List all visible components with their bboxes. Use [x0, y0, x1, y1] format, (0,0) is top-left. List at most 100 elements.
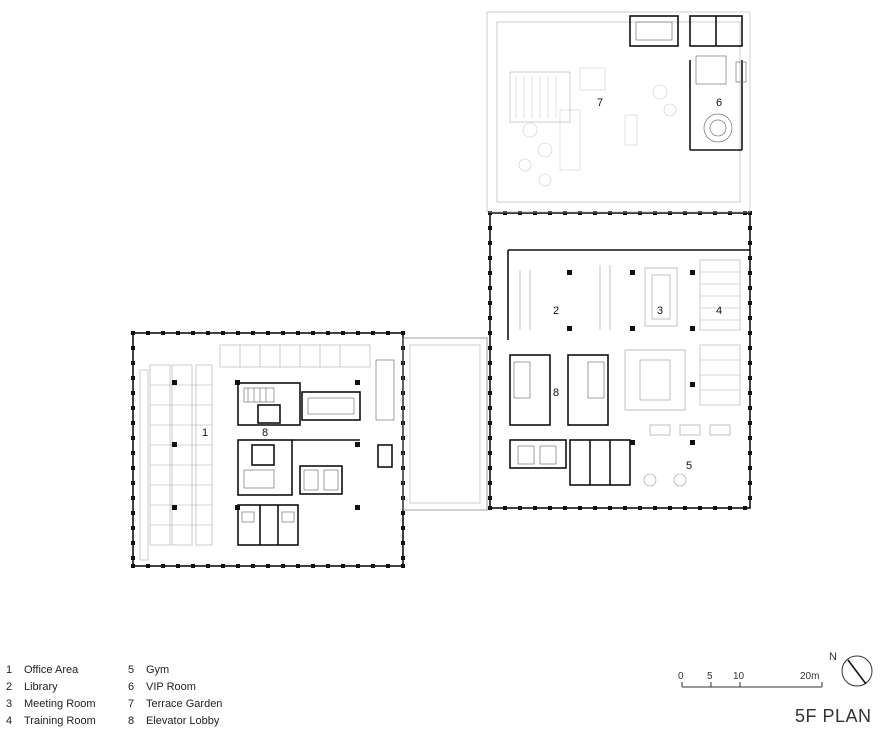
facade-fin [161, 331, 165, 335]
facade-fin [668, 506, 672, 510]
facade-fin [518, 211, 522, 215]
scale-tick-20m: 20m [800, 671, 819, 682]
facade-fin [748, 391, 752, 395]
room-number-office-area: 1 [202, 427, 208, 439]
legend-name: Library [24, 681, 58, 693]
facade-fin [281, 331, 285, 335]
facade-fin [176, 564, 180, 568]
facade-fin [356, 564, 360, 568]
room-number-library: 2 [553, 305, 559, 317]
facade-fin [608, 211, 612, 215]
room-number-vip-room: 6 [716, 97, 722, 109]
facade-fin [386, 331, 390, 335]
facade-fin [206, 564, 210, 568]
gym-equipment [643, 424, 731, 487]
facade-fin [608, 506, 612, 510]
facade-fin [623, 211, 627, 215]
vip-room-area [629, 15, 747, 151]
facade-fin [748, 271, 752, 275]
facade-fin [191, 331, 195, 335]
facade-fin [146, 564, 150, 568]
facade-fin [743, 211, 747, 215]
facade-fin [748, 316, 752, 320]
legend-name: VIP Room [146, 681, 196, 693]
facade-fin [401, 541, 405, 545]
room-number-labels: 1 2 3 4 5 6 7 8 8 [202, 97, 722, 472]
facade-fin [748, 211, 752, 215]
facade-fin [698, 211, 702, 215]
legend-num: 7 [128, 698, 135, 710]
plan-title: 5F PLAN [795, 706, 872, 726]
facade-fin [251, 564, 255, 568]
facade-fin [131, 466, 135, 470]
facade-fin [191, 564, 195, 568]
facade-fin [281, 564, 285, 568]
facade-fin [748, 496, 752, 500]
scale-bar: 0 5 10 20m [678, 671, 823, 688]
legend-name: Terrace Garden [146, 698, 223, 710]
west-block [131, 331, 405, 568]
room-number-meeting-room: 3 [657, 305, 663, 317]
facade-fin [728, 211, 732, 215]
facade-fin [488, 481, 492, 485]
facade-fin [176, 331, 180, 335]
facade-fin [748, 436, 752, 440]
facade-fin [748, 466, 752, 470]
facade-fin [748, 301, 752, 305]
room-number-training-room: 4 [716, 305, 722, 317]
facade-fin [748, 226, 752, 230]
facade-fin [503, 506, 507, 510]
facade-fin [488, 466, 492, 470]
facade-fin [311, 564, 315, 568]
facade-fin [296, 331, 300, 335]
facade-fin [623, 506, 627, 510]
facade-fin [161, 564, 165, 568]
facade-fin [748, 481, 752, 485]
room-number-gym: 5 [686, 460, 692, 472]
facade-fin [728, 506, 732, 510]
facade-fin [748, 241, 752, 245]
facade-fin [698, 506, 702, 510]
room-number-elevator-lobby-west: 8 [262, 427, 268, 439]
facade-fin [748, 421, 752, 425]
facade-fin [131, 556, 135, 560]
facade-fin [748, 331, 752, 335]
facade-fin [131, 496, 135, 500]
scale-tick-5: 5 [707, 671, 713, 682]
legend-name: Meeting Room [24, 698, 96, 710]
facade-fin [146, 331, 150, 335]
facade-fin [748, 376, 752, 380]
facade-fin [131, 391, 135, 395]
facade-fin [683, 211, 687, 215]
north-arrow-icon: N [829, 651, 873, 687]
west-block-outline [132, 332, 404, 567]
east-columns [567, 270, 695, 445]
facade-fin [748, 286, 752, 290]
facade-fin [401, 526, 405, 530]
facade-fin [743, 506, 747, 510]
facade-fin [401, 556, 405, 560]
facade-fin [326, 564, 330, 568]
facade-fin [131, 406, 135, 410]
west-columns [172, 380, 360, 510]
facade-fin [296, 564, 300, 568]
legend-item: 7 Terrace Garden [128, 696, 222, 713]
facade-fin [578, 211, 582, 215]
facade-fin [668, 211, 672, 215]
legend-name: Gym [146, 664, 170, 676]
facade-fin [548, 506, 552, 510]
facade-fin [748, 346, 752, 350]
facade-fin [251, 331, 255, 335]
legend-num: 4 [6, 715, 13, 727]
facade-fin [593, 211, 597, 215]
facade-fin [488, 226, 492, 230]
facade-fin [488, 256, 492, 260]
library-shelves [519, 265, 611, 330]
facade-fin [748, 451, 752, 455]
facade-fin [488, 316, 492, 320]
facade-fin [131, 361, 135, 365]
facade-fin [488, 496, 492, 500]
